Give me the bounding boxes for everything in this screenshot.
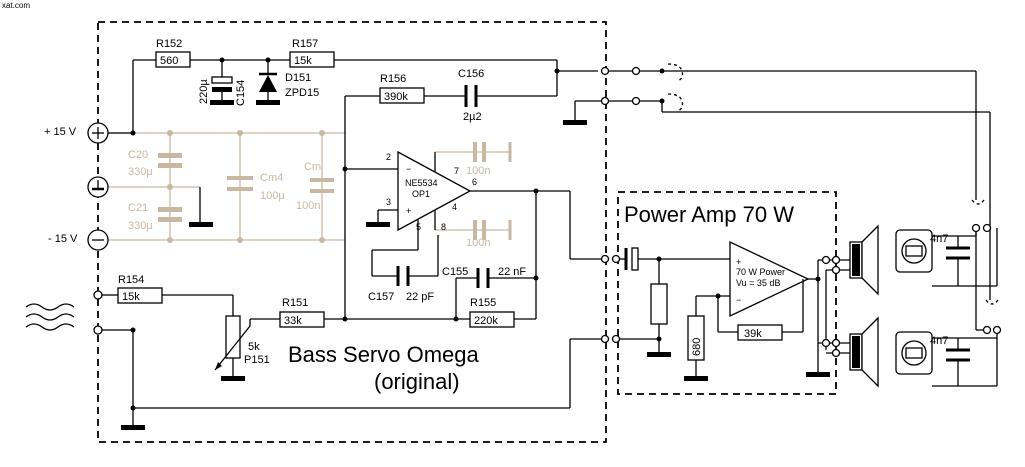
amp-plus: +	[736, 257, 741, 267]
r152-ref: R152	[156, 38, 182, 50]
r157-value: 15k	[294, 55, 312, 67]
op1-pin-5: 5	[416, 222, 421, 232]
p151-value: 5k	[248, 341, 260, 353]
sensor-bottom	[895, 232, 1002, 387]
speaker-top	[818, 224, 879, 350]
r151-ref: R151	[282, 297, 308, 309]
amp-title: Power Amp 70 W	[624, 202, 794, 227]
c155-value: 22 nF	[498, 266, 526, 278]
amp-desc-1: 70 W Power	[736, 267, 785, 277]
servo-subtitle: (original)	[374, 369, 460, 394]
c-spk-top-value: 4n7	[930, 233, 948, 245]
servo-box	[97, 21, 607, 443]
op1-pin-2: 2	[386, 152, 391, 162]
cm4-ref: Cm4	[260, 172, 283, 184]
r152-value: 560	[160, 55, 178, 67]
r152-resistor	[155, 51, 191, 68]
r154-ref: R154	[118, 274, 144, 286]
c157-ref: C157	[368, 291, 394, 303]
d151-value: ZPD15	[285, 87, 319, 99]
speaker-bottom	[818, 316, 879, 388]
amp-minus: −	[736, 295, 741, 305]
c-op-bot-value: 100n	[466, 237, 490, 249]
c154-value: 220µ	[198, 79, 210, 104]
op1-minus: −	[406, 164, 411, 174]
r156-ref: R156	[380, 73, 406, 85]
minus-15v-label: - 15 V	[48, 233, 78, 245]
c154-capacitor	[210, 60, 234, 105]
op1-pin-4: 4	[452, 202, 457, 212]
plus-terminal	[87, 122, 109, 144]
r157-resistor	[289, 51, 335, 68]
plus-15v-label: + 15 V	[44, 126, 77, 138]
r155-resistor	[469, 311, 515, 328]
gnd-terminal	[87, 176, 109, 198]
r157-ref: R157	[292, 38, 318, 50]
op1-plus: +	[406, 206, 411, 216]
amp-desc-2: Vu = 35 dB	[736, 278, 780, 288]
r156-value: 390k	[384, 91, 408, 103]
cm-ref: Cm	[304, 161, 321, 173]
sensor-top	[895, 199, 998, 287]
cm4-value: 100µ	[260, 190, 285, 202]
c155-ref: C155	[442, 266, 468, 278]
op1-pin-8: 8	[441, 222, 446, 232]
r-fb-resistor	[737, 324, 783, 341]
minus-terminal	[87, 229, 109, 251]
op1-opamp	[366, 150, 570, 286]
c157-value: 22 pF	[406, 291, 434, 303]
r154-value: 15k	[122, 291, 140, 303]
supply-decoupling	[108, 130, 512, 243]
op1-ref: OP1	[412, 189, 430, 199]
servo-title: Bass Servo Omega	[288, 342, 480, 367]
watermark: xat.com	[2, 1, 30, 10]
c-spk-bot-value: 4n7	[930, 335, 948, 347]
c20-value: 330µ	[128, 166, 153, 178]
op1-pin-7: 7	[454, 166, 459, 176]
r155-value: 220k	[474, 315, 498, 327]
c20-ref: C20	[128, 149, 148, 161]
box-connectors	[563, 63, 991, 344]
r151-resistor	[279, 311, 325, 328]
r155-ref: R155	[470, 297, 496, 309]
op1-pin-3: 3	[386, 197, 391, 207]
op1-pin-6: 6	[472, 177, 477, 187]
amp-box	[617, 191, 837, 395]
c21-value: 330µ	[128, 220, 153, 232]
output-network	[342, 191, 605, 322]
r-gnd-value: 680	[691, 338, 703, 356]
c156-ref: C156	[458, 68, 484, 80]
r151-value: 33k	[284, 315, 302, 327]
c156-value: 2µ2	[463, 111, 482, 123]
ground-symbol	[189, 222, 213, 227]
cm-value: 100n	[296, 200, 320, 212]
c154-ref: C154	[235, 80, 247, 106]
c-op-top-value: 100n	[466, 165, 490, 177]
feedback-network	[342, 85, 557, 319]
d151-zener	[256, 60, 280, 105]
c21-ref: C21	[128, 202, 148, 214]
top-wiring	[108, 57, 598, 136]
d151-ref: D151	[285, 72, 311, 84]
power-amp	[620, 240, 830, 381]
r156-resistor	[379, 87, 425, 104]
r-fb-value: 39k	[744, 328, 762, 340]
r154-resistor	[117, 287, 163, 304]
op1-type: NE5534	[405, 178, 438, 188]
input-network	[25, 290, 605, 430]
p151-ref: P151	[244, 354, 270, 366]
